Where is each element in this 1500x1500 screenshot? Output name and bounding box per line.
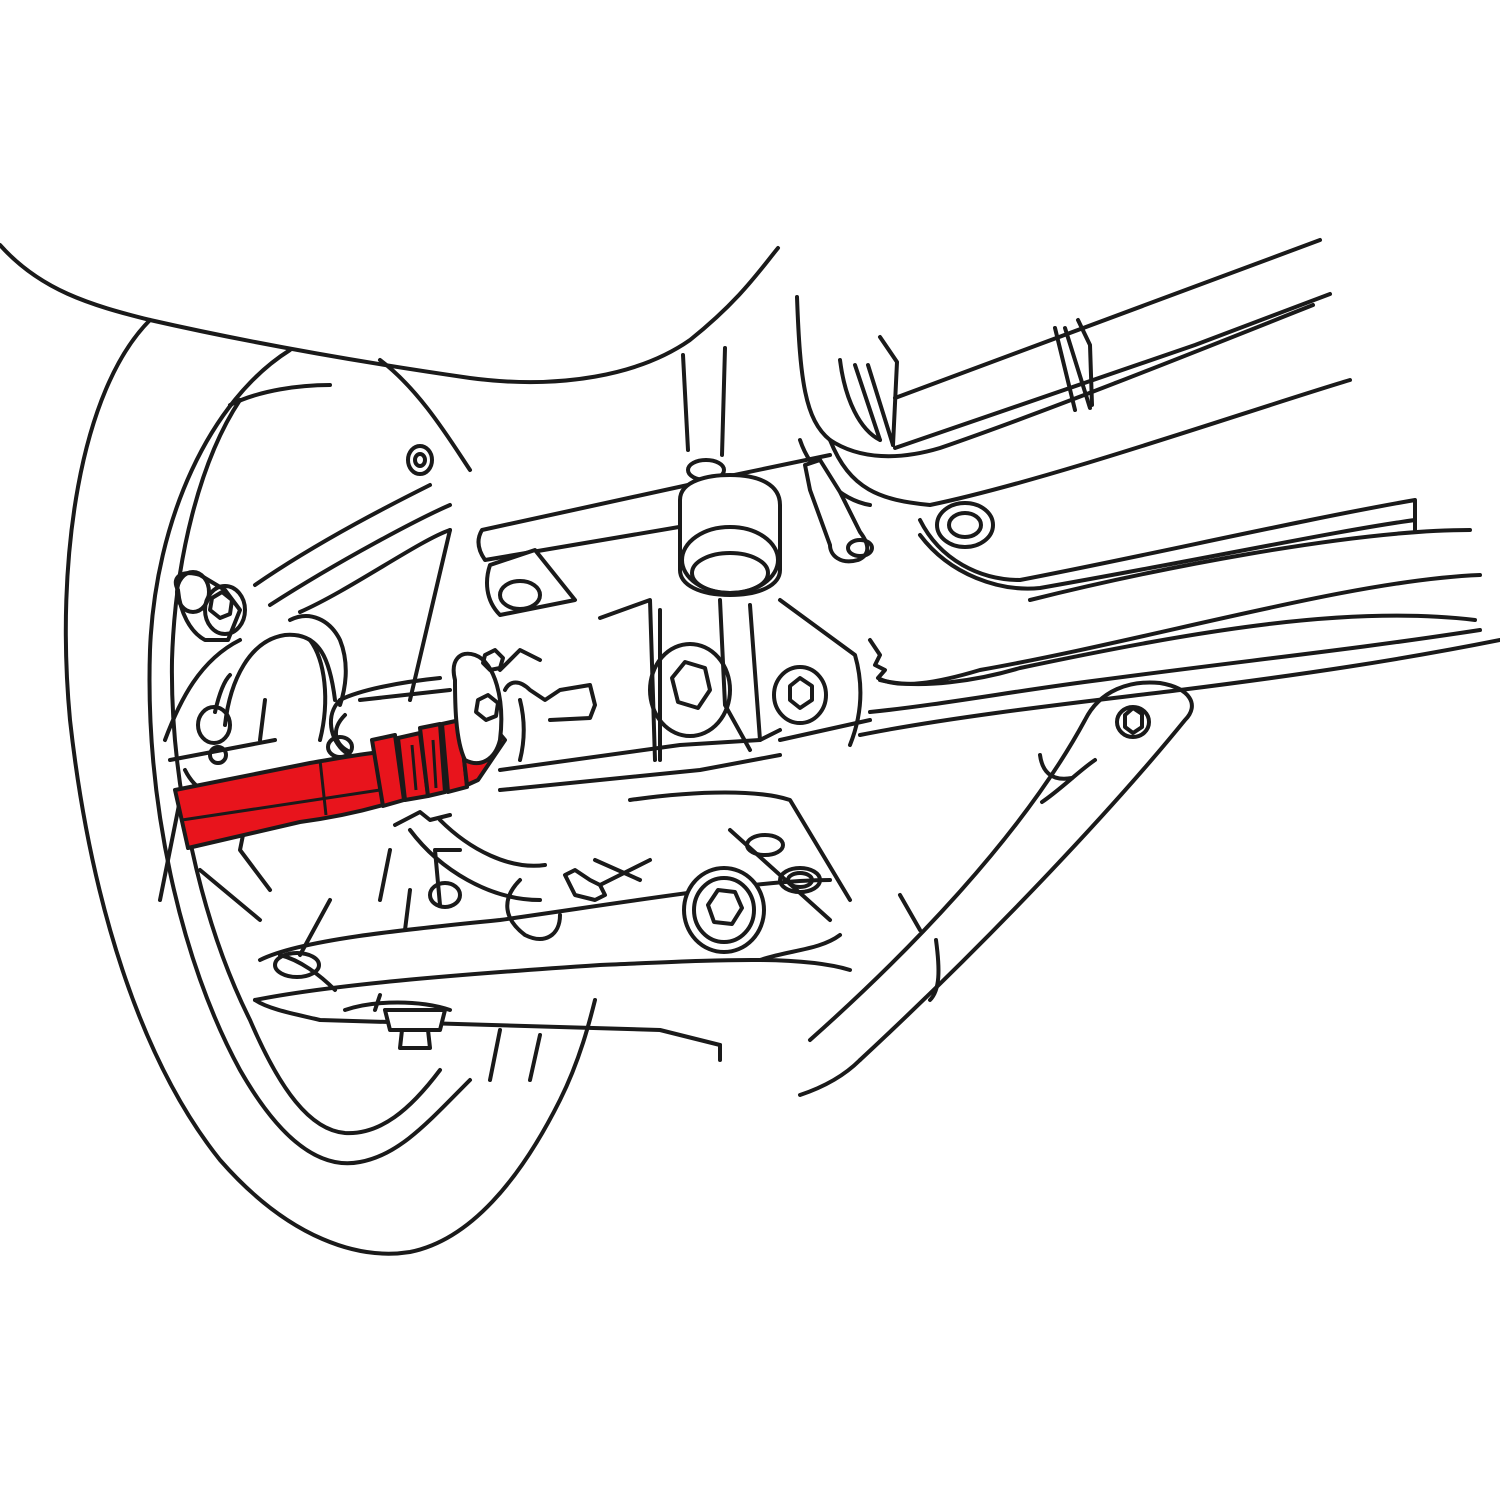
trailing-link [798, 680, 1194, 1097]
wheel-rim [169, 383, 442, 1136]
knuckle [158, 570, 348, 902]
toe-arm-bracket [328, 648, 597, 766]
upper-control-arm [253, 444, 452, 702]
subframe-mount-bushing [476, 346, 995, 762]
end-link [393, 810, 652, 941]
subframe [498, 718, 872, 922]
tire [63, 318, 597, 1256]
frame-rails [795, 238, 1500, 737]
lower-control-arm [253, 848, 852, 1062]
rim-structure [198, 848, 542, 1082]
body-fender [0, 243, 780, 385]
